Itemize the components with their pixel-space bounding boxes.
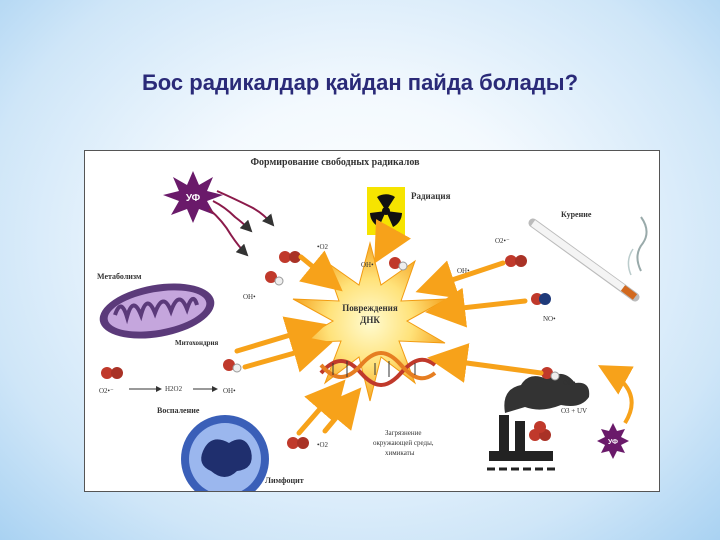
uv-label: УФ (186, 193, 201, 204)
radiation-icon (367, 187, 405, 235)
formula-o3: O3 + UV (561, 407, 587, 415)
diagram-canvas: Формирование свободных радикалов Поврежд… (97, 157, 648, 491)
formula-o2-smoking: O2•⁻ (495, 237, 510, 245)
center-label-line1: Повреждения (342, 303, 398, 313)
formula-o2-bottom: •O2 (317, 441, 329, 449)
formula-oh-mitochondria: OH• (223, 387, 236, 395)
free-radicals-diagram: Формирование свободных радикалов Поврежд… (84, 150, 660, 492)
arrow-lymphocyte (296, 379, 346, 436)
molecule-o2-smoking (505, 255, 527, 267)
pollution-line2: окружающей среды, (373, 439, 434, 447)
molecule-oh-pollution (541, 367, 560, 381)
formula-oh-uv: OH• (243, 293, 256, 301)
factory-icon (487, 373, 590, 471)
smoking-label: Курение (561, 210, 592, 219)
arrow-pollution (427, 343, 544, 383)
lymphocyte-label: Лимфоцит (265, 476, 304, 485)
molecule-oh-uv (265, 271, 284, 286)
pollution-line1: Загрязнение (385, 429, 421, 437)
dna-helix-icon (319, 351, 437, 387)
pollution-line3: химикаты (385, 449, 415, 457)
formula-o2-mitochondria: O2•⁻ (99, 387, 114, 395)
arrow-uv-to-oh (597, 365, 634, 425)
lymphocyte-icon (181, 415, 269, 491)
mitochondrion-icon (99, 283, 215, 339)
mitochondria-label: Митохондрия (175, 339, 219, 347)
molecule-o2-top (279, 251, 301, 263)
arrow-bottom (320, 387, 362, 434)
slide-title: Бос радикалдар қайдан пайда болады? (141, 70, 579, 95)
arrow-metabolism (234, 316, 327, 355)
arrow-smoking (415, 260, 506, 299)
dna-damage-star (292, 241, 448, 402)
arrows-to-center (234, 219, 544, 436)
metabolism-label: Метаболизм (97, 272, 142, 281)
molecule-o2-bottom (287, 437, 309, 449)
formula-no: NO• (543, 315, 556, 323)
molecule-o2-mitochondria (101, 367, 123, 379)
uv-burst-icon: УФ (163, 171, 275, 257)
formula-h2o2: H2O2 (165, 385, 183, 393)
formula-o2-top: •O2 (317, 243, 329, 251)
inflammation-label: Воспаление (157, 406, 200, 415)
arrow-radiation (374, 219, 412, 264)
molecule-oh-radiation (389, 257, 408, 271)
formula-oh-smoking: OH• (457, 267, 470, 275)
arrow-uv (298, 250, 343, 292)
uv-small-label: УФ (608, 439, 618, 446)
formula-oh-pollution: OH• (563, 379, 576, 387)
center-label-line2: ДНК (360, 315, 380, 325)
arrow-no (425, 287, 528, 328)
molecule-no (531, 293, 551, 305)
molecule-oh-mitochondria (223, 359, 242, 373)
cigarette-icon (528, 216, 648, 302)
formula-oh-radiation: OH• (361, 261, 374, 269)
arrow-oh-mito (242, 333, 333, 373)
diagram-heading: Формирование свободных радикалов (250, 157, 420, 168)
radiation-label: Радиация (411, 191, 451, 201)
uv-small-burst-icon: УФ (597, 423, 629, 459)
molecule-o3 (529, 421, 551, 441)
